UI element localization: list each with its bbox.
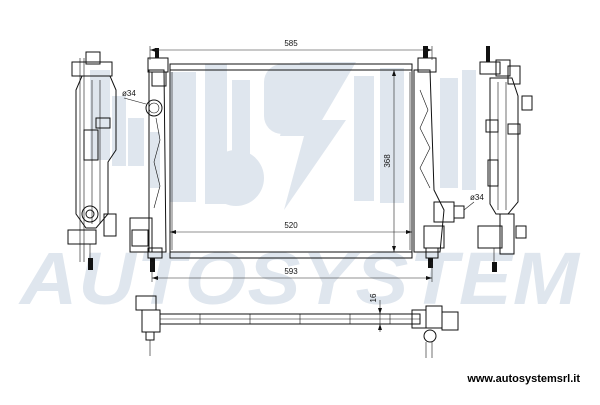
inlet-pipe	[145, 99, 163, 117]
dim-bottom-width: 593	[284, 267, 298, 276]
inlet-diameter-label: ø34	[122, 89, 136, 98]
watermark-logo	[90, 62, 476, 210]
bottom-view: 16	[135, 293, 459, 358]
dim-core-width: 520	[284, 221, 298, 230]
left-side-view	[67, 51, 117, 270]
watermark-text: AUTOSYSTEM	[18, 237, 581, 320]
dim-thickness: 16	[369, 293, 378, 302]
right-side-view	[477, 46, 533, 272]
dim-overall-width: 585	[284, 39, 298, 48]
website-url[interactable]: www.autosystemsrl.it	[467, 373, 580, 385]
watermark: AUTOSYSTEM	[18, 62, 581, 320]
front-view: 585 520 368 593 ø34 ø34	[122, 39, 484, 282]
dim-core-height: 368	[383, 154, 392, 168]
outlet-diameter-label: ø34	[470, 193, 484, 202]
